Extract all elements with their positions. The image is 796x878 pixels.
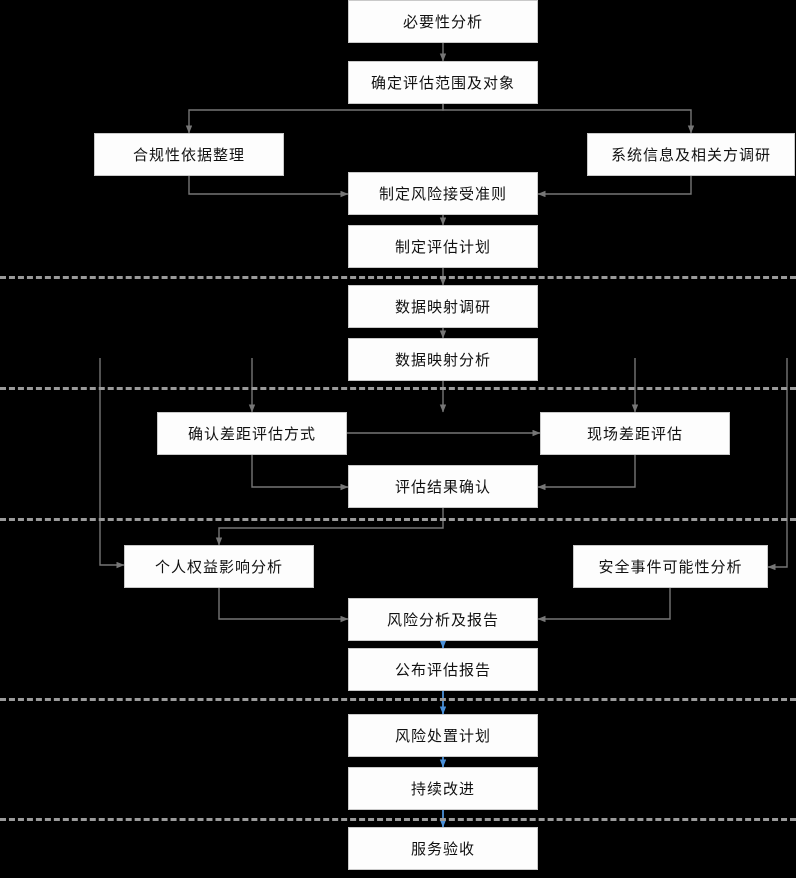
node-data-mapping-research[interactable]: 数据映射调研 [348,285,538,328]
phase-divider-5 [0,818,796,821]
node-label: 必要性分析 [402,13,483,31]
phase-divider-2 [0,387,796,390]
node-label: 公布评估报告 [394,661,491,679]
node-define-scope-and-target[interactable]: 确定评估范围及对象 [348,61,538,104]
node-label: 确定评估范围及对象 [370,74,515,92]
node-risk-acceptance-criteria[interactable]: 制定风险接受准则 [348,172,538,215]
node-label: 服务验收 [410,840,475,858]
node-system-info-and-stakeholder-research[interactable]: 系统信息及相关方调研 [587,133,795,176]
node-label: 数据映射调研 [394,298,491,316]
node-service-acceptance[interactable]: 服务验收 [348,827,538,870]
node-confirm-gap-assessment-method[interactable]: 确认差距评估方式 [157,412,347,455]
node-label: 评估结果确认 [394,478,491,496]
node-assessment-plan[interactable]: 制定评估计划 [348,225,538,268]
node-security-incident-likelihood-analysis[interactable]: 安全事件可能性分析 [573,545,768,588]
node-label: 制定风险接受准则 [378,185,507,203]
node-label: 合规性依据整理 [132,146,245,164]
node-label: 制定评估计划 [394,238,491,256]
phase-divider-1 [0,276,796,279]
node-label: 安全事件可能性分析 [598,558,743,576]
gray-connectors [99,43,788,623]
node-label: 确认差距评估方式 [187,425,316,443]
node-compliance-basis-collation[interactable]: 合规性依据整理 [94,133,284,176]
node-necessity-analysis[interactable]: 必要性分析 [348,0,538,43]
node-risk-treatment-plan[interactable]: 风险处置计划 [348,714,538,757]
node-onsite-gap-assessment[interactable]: 现场差距评估 [540,412,730,455]
node-continuous-improvement[interactable]: 持续改进 [348,767,538,810]
node-label: 个人权益影响分析 [154,558,283,576]
node-assessment-result-confirmation[interactable]: 评估结果确认 [348,465,538,508]
node-label: 现场差距评估 [586,425,683,443]
node-publish-assessment-report[interactable]: 公布评估报告 [348,648,538,691]
node-label: 系统信息及相关方调研 [610,146,771,164]
node-data-mapping-analysis[interactable]: 数据映射分析 [348,338,538,381]
phase-divider-3 [0,518,796,521]
node-risk-analysis-and-report[interactable]: 风险分析及报告 [348,598,538,641]
node-label: 持续改进 [410,780,475,798]
node-label: 风险处置计划 [394,727,491,745]
phase-divider-4 [0,698,796,701]
node-label: 数据映射分析 [394,351,491,369]
node-label: 风险分析及报告 [386,611,499,629]
node-personal-rights-impact-analysis[interactable]: 个人权益影响分析 [124,545,314,588]
